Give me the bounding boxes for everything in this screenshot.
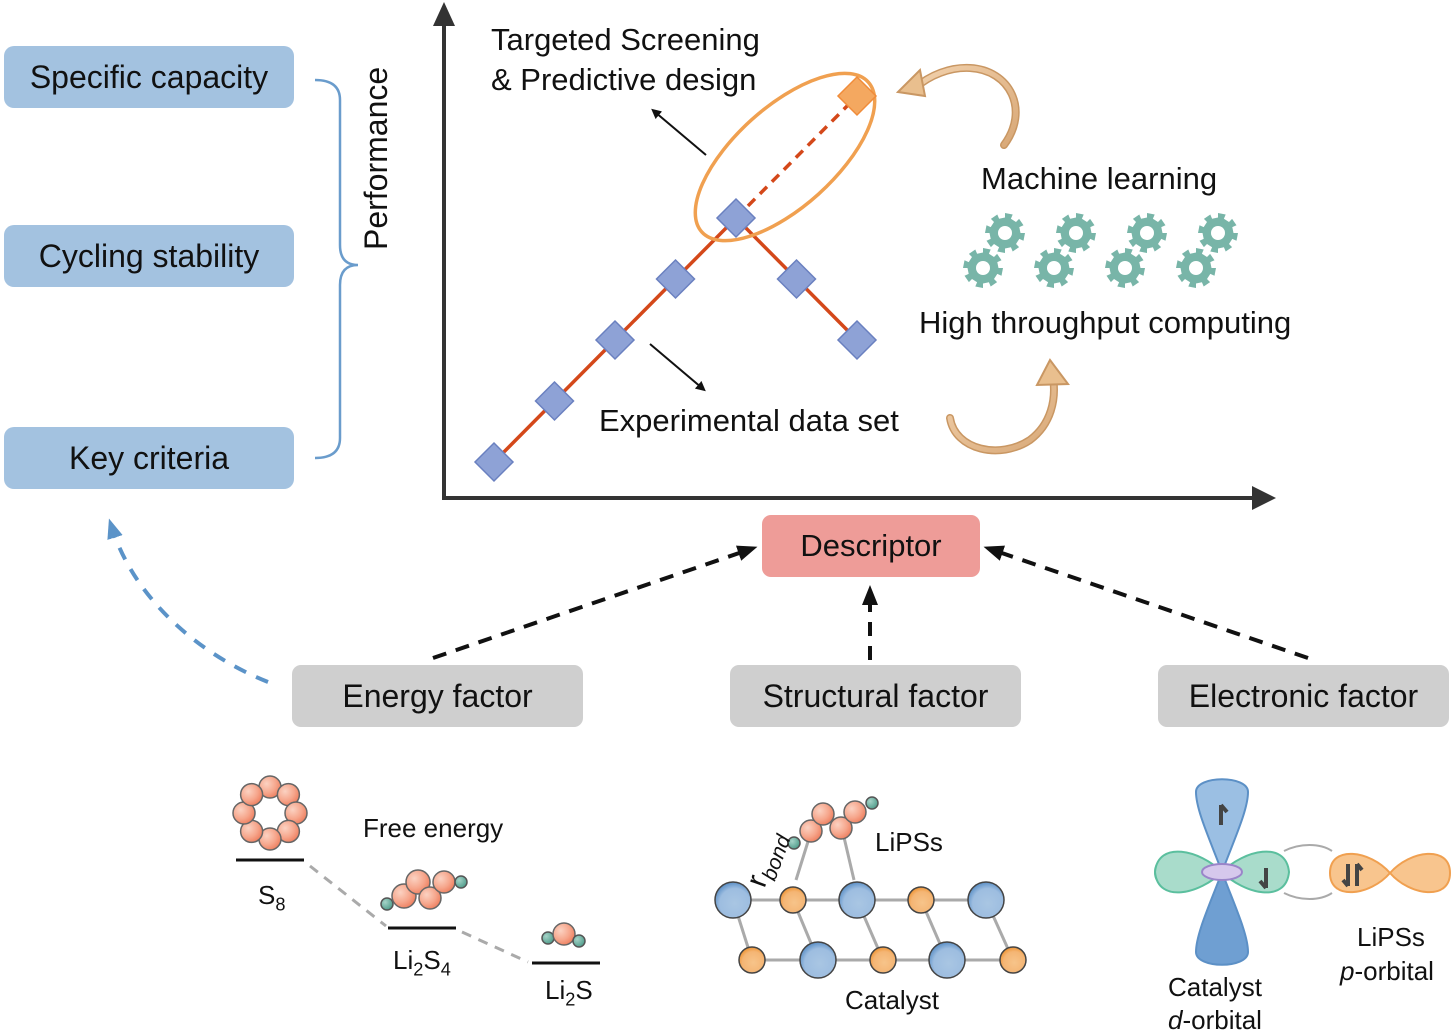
y-axis-arrowhead — [433, 2, 455, 26]
gear-icon — [1176, 248, 1216, 288]
p-orbital-icon — [1328, 852, 1452, 894]
energy-to-descriptor-arrow — [432, 545, 758, 660]
descriptor-box: Descriptor — [762, 515, 980, 577]
species-subscript: 8 — [275, 894, 286, 915]
gear-icon — [1056, 213, 1096, 253]
predicted-data-point — [836, 75, 878, 117]
cycle-arrow-bottom-icon — [946, 358, 1070, 455]
species-label-li2s: Li2S — [545, 975, 593, 1010]
criteria-cycling-stability: Cycling stability — [4, 225, 294, 287]
experimental-data-point — [594, 319, 636, 361]
free-energy-label: Free energy — [363, 813, 504, 843]
species-subscript: 2 — [565, 989, 576, 1010]
criteria-label: Key criteria — [68, 439, 230, 476]
metal-atom — [714, 881, 752, 919]
high-throughput-label: High throughput computing — [919, 305, 1292, 340]
catalyst-label: Catalyst — [845, 985, 939, 1015]
criteria-specific-capacity: Specific capacity — [4, 46, 294, 108]
catalyst-orbital-label-line2: d-orbital — [1168, 1005, 1262, 1036]
machine-learning-label: Machine learning — [981, 161, 1218, 196]
screening-label-line1: Targeted Screening — [491, 22, 760, 57]
lipss-orbital-label-line1: LiPSs — [1357, 922, 1425, 952]
metal-atom — [838, 881, 876, 919]
experimental-data-point — [776, 258, 817, 300]
criteria-key-criteria: Key criteria — [4, 427, 294, 489]
catalyst-orbital-label-line1: Catalyst — [1168, 972, 1262, 1002]
species-label-li2s4: Li2S4 — [393, 945, 451, 980]
orbital-overlap-bottom — [1283, 892, 1333, 900]
metal-atom — [928, 941, 966, 979]
experimental-label: Experimental data set — [599, 403, 899, 438]
criteria-label: Specific capacity — [29, 58, 269, 95]
cycle-arrow-top-icon — [895, 63, 1020, 149]
metal-atom — [799, 941, 837, 979]
nonmetal-atom — [907, 886, 935, 914]
prediction-ellipse — [693, 71, 877, 243]
lipss-molecule-icon — [787, 796, 879, 881]
orbital-letter: d — [1168, 1005, 1183, 1035]
gear-icon — [1198, 213, 1238, 253]
orbital-letter: p — [1340, 956, 1355, 986]
gear-icon — [963, 248, 1003, 288]
descriptor-label: Descriptor — [800, 528, 942, 563]
screening-label-line2: & Predictive design — [491, 62, 757, 97]
species-subscript: 4 — [440, 959, 451, 980]
sulfur-atom — [239, 782, 264, 807]
orbital-overlap-top — [1283, 844, 1333, 852]
species-mid: S — [423, 945, 441, 975]
nonmetal-atom — [999, 946, 1027, 974]
experimental-data-point — [715, 197, 757, 239]
species-base: S — [258, 880, 276, 910]
nonmetal-atom — [779, 886, 807, 914]
species-mid: S — [575, 975, 593, 1005]
energy-factor-box: Energy factor — [292, 665, 583, 727]
structural-factor-box: Structural factor — [730, 665, 1021, 727]
lipss-orbital-label-line2: p-orbital — [1340, 956, 1434, 987]
electronic-factor-box: Electronic factor — [1158, 665, 1449, 727]
s8-ring-icon — [232, 775, 308, 851]
y-axis-label: Performance — [358, 66, 394, 250]
species-base: Li — [393, 945, 414, 975]
orbital-suffix: -orbital — [1182, 1005, 1262, 1035]
x-axis-arrowhead — [1252, 486, 1276, 510]
criteria-label: Cycling stability — [38, 237, 260, 274]
li2s4-molecule-icon — [380, 869, 468, 911]
species-label-s8: S8 — [258, 880, 285, 915]
experimental-data-point — [655, 258, 696, 300]
criteria-brace — [314, 78, 359, 460]
trend-line-predicted — [734, 94, 859, 220]
gear-icon — [1127, 213, 1167, 253]
gear-icon — [1034, 248, 1074, 288]
energy-to-criteria-arrow — [107, 518, 269, 684]
nonmetal-atom — [869, 946, 897, 974]
factor-label: Energy factor — [342, 677, 533, 714]
gear-icon — [985, 213, 1025, 253]
nonmetal-atom — [738, 946, 766, 974]
experimental-data-point — [473, 441, 515, 483]
data-points — [473, 75, 878, 483]
energy-path-2 — [461, 930, 529, 964]
factor-label: Structural factor — [762, 677, 989, 714]
factor-label: Electronic factor — [1188, 677, 1419, 714]
electronic-to-descriptor-arrow — [983, 545, 1309, 660]
metal-atom — [967, 881, 1005, 919]
screening-pointer-arrow — [651, 108, 707, 156]
energy-path-1 — [309, 864, 387, 928]
species-subscript: 2 — [413, 959, 424, 980]
gear-icon — [1105, 248, 1145, 288]
experimental-pointer-arrow — [649, 343, 706, 392]
gears-group — [963, 213, 1238, 288]
catalyst-lattice-icon — [714, 881, 1027, 979]
lipss-label: LiPSs — [875, 827, 943, 857]
orbital-suffix: -orbital — [1354, 956, 1434, 986]
d-orbital-icon — [1153, 778, 1291, 966]
experimental-data-point — [534, 380, 575, 422]
experimental-data-point — [836, 319, 878, 361]
li2s-molecule-icon — [541, 922, 586, 948]
species-base: Li — [545, 975, 566, 1005]
